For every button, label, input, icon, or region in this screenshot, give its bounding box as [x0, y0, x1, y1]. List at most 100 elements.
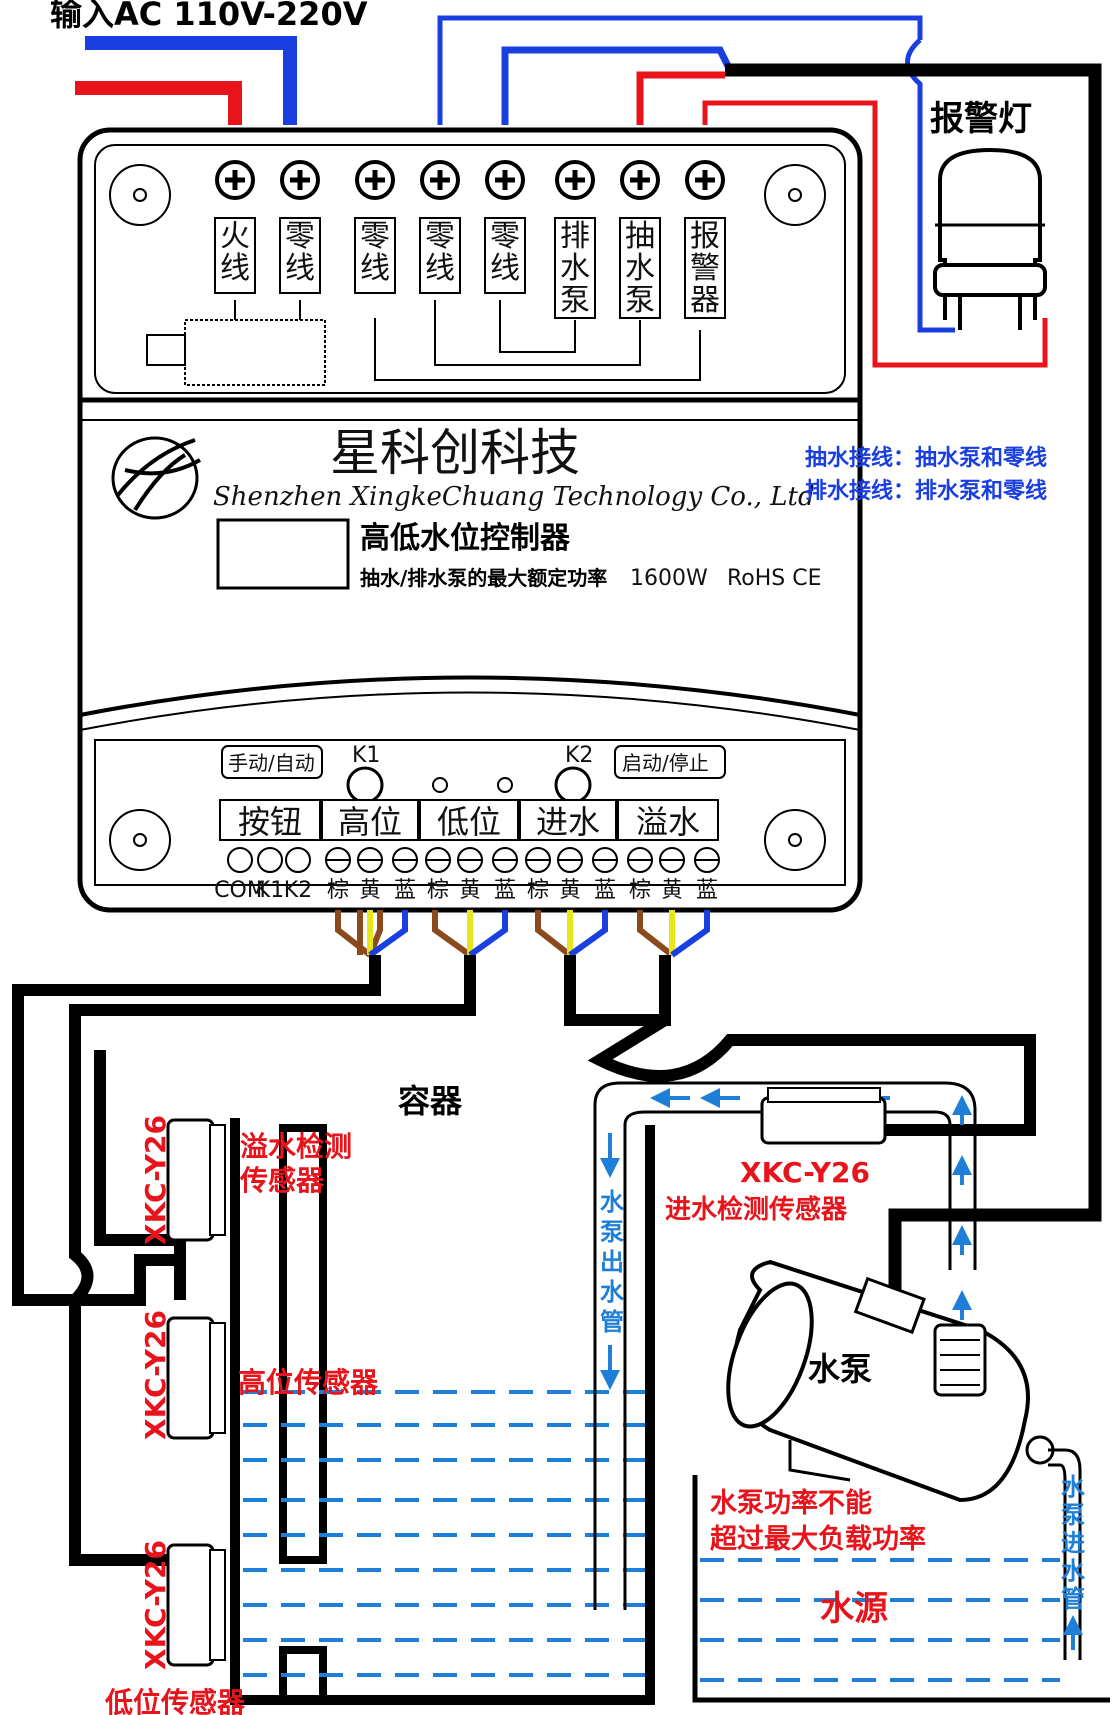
terminal-label-char: 报	[690, 219, 720, 254]
overflow-sensor-model: XKC-Y26	[139, 1115, 172, 1245]
tank-label: 容器	[398, 1082, 463, 1120]
terminal-group-label: 进水	[536, 803, 600, 841]
terminal-bottom-label: 黄	[359, 878, 381, 903]
sensor-cables	[12, 955, 1036, 1566]
terminal-box	[554, 217, 596, 319]
terminal-box	[354, 217, 396, 294]
pipe-label-char: 管	[1061, 1585, 1085, 1613]
terminal-bottom-label: 黄	[661, 878, 683, 903]
terminal-group-label: 溢水	[636, 803, 700, 841]
terminal-box	[684, 217, 726, 319]
wiring-note-pump-out: 排水接线：排水泵和零线	[805, 478, 1047, 504]
terminal-bottom-label: 黄	[559, 878, 581, 903]
terminal-label-char: 零	[360, 219, 390, 254]
terminal-label-char: 警	[690, 251, 720, 286]
terminal-bottom-label: 棕	[427, 878, 449, 903]
pipe-label-char: 水	[1061, 1473, 1086, 1501]
terminal-label-char: 零	[490, 219, 520, 254]
high-sensor-model: XKC-Y26	[139, 1310, 172, 1440]
k1-button[interactable]	[346, 766, 384, 804]
terminal-label-char: 排	[560, 219, 590, 254]
k2-button[interactable]	[554, 766, 592, 804]
pipe-label-char: 水	[1061, 1557, 1086, 1585]
water-source-label: 水源	[820, 1589, 888, 1629]
terminal-screw	[227, 847, 253, 873]
terminal-label-char: 线	[220, 251, 250, 286]
terminal-group-label: 高位	[338, 803, 402, 841]
terminal-group-label: 按钮	[238, 803, 302, 841]
terminal-label-char: 零	[425, 219, 455, 254]
top-terminal-screws	[215, 160, 725, 200]
sensor-cable-stubs	[335, 910, 710, 958]
cert-marks: RoHS CE	[727, 566, 822, 591]
controller-body	[77, 127, 863, 913]
manual-auto-label: 手动/自动	[228, 751, 315, 775]
low-sensor	[166, 1543, 226, 1667]
terminal-bottom-label: K1	[256, 878, 284, 903]
terminal-box	[619, 217, 661, 319]
input-power-wires	[75, 15, 1102, 1305]
wiring-note-pump-in: 抽水接线：抽水泵和零线	[805, 445, 1047, 471]
terminal-label-char: 抽	[625, 219, 655, 254]
product-name: 高低水位控制器	[360, 521, 571, 556]
terminal-label-char: 线	[360, 251, 390, 286]
pipe-label-char: 出	[600, 1248, 624, 1276]
water-source	[692, 1475, 1110, 1703]
terminal-box	[419, 217, 461, 294]
terminal-label-char: 器	[690, 283, 720, 318]
pipe-label-char: 水	[600, 1188, 625, 1216]
overflow-sensor-label-2: 传感器	[239, 1164, 325, 1197]
terminal-label-char: 零	[285, 219, 315, 254]
terminal-label-char: 线	[425, 251, 455, 286]
overflow-sensor-label-1: 溢水检测	[240, 1130, 352, 1163]
terminal-bottom-label: COM	[214, 878, 266, 903]
terminal-label-char: 线	[285, 251, 315, 286]
alarm-lamp-icon	[933, 147, 1047, 330]
low-sensor-model: XKC-Y26	[139, 1540, 172, 1670]
brand-chinese: 星科创科技	[330, 424, 580, 482]
pump-inlet-pipe	[1048, 1448, 1083, 1660]
terminal-group-box	[321, 799, 419, 841]
brand-english: Shenzhen XingkeChuang Technology Co., Lt…	[213, 482, 815, 512]
power-warning-2: 超过最大负载功率	[710, 1523, 926, 1555]
terminal-screw	[257, 847, 283, 873]
terminal-box	[484, 217, 526, 294]
terminal-label-char: 泵	[560, 283, 590, 318]
inlet-sensor-label: 进水检测传感器	[665, 1194, 848, 1225]
terminal-bottom-label: 蓝	[494, 878, 516, 903]
tank	[230, 1118, 655, 1705]
start-stop-box	[614, 745, 726, 779]
pipe-label-char: 泵	[600, 1218, 624, 1246]
display-window	[216, 518, 350, 590]
inlet-sensor	[760, 1087, 887, 1145]
pipe-label-char: 管	[600, 1308, 624, 1336]
tank-water-lines	[243, 1390, 645, 1677]
pipe-label-char: 泵	[1061, 1501, 1085, 1529]
company-logo-icon	[111, 436, 201, 520]
high-sensor-label: 高位传感器	[238, 1366, 379, 1399]
start-stop-label: 启动/停止	[622, 751, 709, 775]
low-sensor-label: 低位传感器	[104, 1686, 246, 1715]
terminal-bottom-label: 蓝	[394, 878, 416, 903]
indicator-led-1	[432, 777, 448, 793]
terminal-label-char: 火	[220, 219, 250, 254]
inlet-sensor-model: XKC-Y26	[740, 1156, 870, 1189]
terminal-group-label: 低位	[437, 803, 501, 841]
overflow-sensor	[166, 1118, 226, 1242]
power-value: 1600W	[630, 566, 708, 591]
terminal-label-char: 水	[560, 251, 590, 286]
alarm-lamp-label: 报警灯	[930, 99, 1032, 139]
terminal-bottom-label: 蓝	[594, 878, 616, 903]
pipe-label-char: 进	[1061, 1529, 1085, 1557]
terminal-bottom-label: 棕	[527, 878, 549, 903]
terminal-bottom-label: 黄	[459, 878, 481, 903]
terminal-screw	[285, 847, 311, 873]
terminal-bottom-label: 蓝	[696, 878, 718, 903]
terminal-label-char: 线	[490, 251, 520, 286]
source-water-lines	[700, 1558, 1060, 1682]
